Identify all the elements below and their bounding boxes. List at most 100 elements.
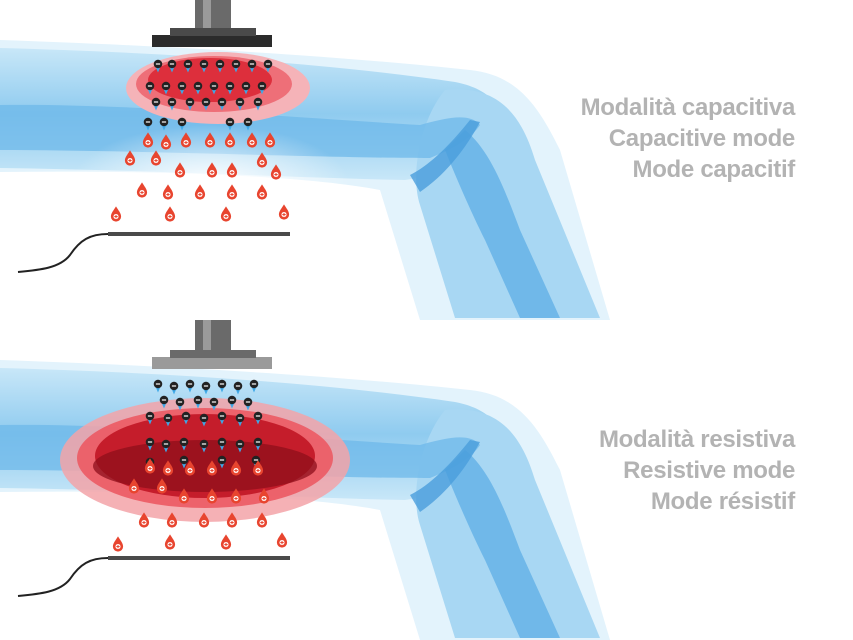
- negative-charge-icon: [143, 117, 153, 131]
- negative-charge-icon: [159, 117, 169, 131]
- positive-charge-icon: [112, 536, 124, 552]
- label-english: Resistive mode: [623, 457, 795, 484]
- positive-charge-icon: [136, 182, 148, 198]
- negative-charge-icon: [181, 411, 191, 425]
- negative-charge-icon: [193, 395, 203, 409]
- negative-charge-icon: [169, 381, 179, 395]
- positive-charge-icon: [164, 206, 176, 222]
- negative-charge-icon: [231, 59, 241, 73]
- negative-charge-icon: [145, 81, 155, 95]
- positive-charge-icon: [180, 132, 192, 148]
- negative-charge-icon: [227, 395, 237, 409]
- negative-charge-icon: [225, 117, 235, 131]
- negative-charge-icon: [145, 411, 155, 425]
- negative-charge-icon: [201, 97, 211, 111]
- negative-charge-icon: [249, 379, 259, 393]
- resistive-panel: Modalità resistiva Resistive mode Mode r…: [0, 320, 853, 640]
- positive-charge-icon: [270, 164, 282, 180]
- negative-charge-icon: [217, 411, 227, 425]
- negative-charge-icon: [175, 397, 185, 411]
- negative-charge-icon: [247, 59, 257, 73]
- negative-charge-icon: [235, 97, 245, 111]
- negative-charge-icon: [159, 395, 169, 409]
- positive-charge-icon: [256, 152, 268, 168]
- negative-charge-icon: [201, 381, 211, 395]
- positive-charge-icon: [256, 184, 268, 200]
- positive-charge-icon: [178, 488, 190, 504]
- resistive-illustration: [0, 320, 610, 640]
- positive-charge-icon: [220, 534, 232, 550]
- return-plate-icon: [108, 556, 290, 560]
- negative-charge-icon: [257, 81, 267, 95]
- positive-charge-icon: [124, 150, 136, 166]
- capacitive-illustration: [0, 0, 610, 320]
- charges-group: [110, 59, 290, 222]
- positive-charge-icon: [128, 478, 140, 494]
- negative-charge-icon: [183, 59, 193, 73]
- positive-charge-icon: [184, 460, 196, 476]
- charges-group: [112, 379, 288, 552]
- positive-charge-icon: [226, 162, 238, 178]
- joint: [410, 120, 480, 192]
- negative-charge-icon: [185, 379, 195, 393]
- negative-charge-icon: [243, 397, 253, 411]
- negative-charge-icon: [217, 379, 227, 393]
- negative-charge-icon: [253, 97, 263, 111]
- negative-charge-icon: [161, 81, 171, 95]
- negative-charge-icon: [167, 97, 177, 111]
- negative-charge-icon: [225, 81, 235, 95]
- negative-charge-icon: [199, 59, 209, 73]
- positive-charge-icon: [252, 460, 264, 476]
- label-french: Mode résistif: [650, 488, 795, 515]
- return-plate-icon: [108, 232, 290, 236]
- negative-charge-icon: [217, 97, 227, 111]
- negative-charge-icon: [153, 59, 163, 73]
- negative-charge-icon: [179, 437, 189, 451]
- negative-charge-icon: [185, 97, 195, 111]
- positive-charge-icon: [194, 184, 206, 200]
- positive-charge-icon: [110, 206, 122, 222]
- negative-charge-icon: [243, 117, 253, 131]
- positive-charge-icon: [198, 512, 210, 528]
- negative-charge-icon: [145, 437, 155, 451]
- positive-charge-icon: [206, 162, 218, 178]
- label-italian: Modalità capacitiva: [580, 94, 796, 121]
- negative-charge-icon: [199, 439, 209, 453]
- joint: [410, 440, 480, 512]
- negative-charge-icon: [233, 381, 243, 395]
- negative-charge-icon: [235, 439, 245, 453]
- positive-charge-icon: [174, 162, 186, 178]
- heat-zone-core: [93, 440, 317, 492]
- positive-charge-icon: [264, 132, 276, 148]
- positive-charge-icon: [150, 150, 162, 166]
- positive-charge-icon: [256, 512, 268, 528]
- positive-charge-icon: [206, 460, 218, 476]
- positive-charge-icon: [276, 532, 288, 548]
- negative-charge-icon: [217, 437, 227, 451]
- mode-labels: Modalità resistiva Resistive mode Mode r…: [599, 424, 795, 517]
- positive-charge-icon: [144, 458, 156, 474]
- negative-charge-icon: [177, 117, 187, 131]
- negative-charge-icon: [193, 81, 203, 95]
- negative-charge-icon: [241, 81, 251, 95]
- negative-charge-icon: [263, 59, 273, 73]
- negative-charge-icon: [163, 413, 173, 427]
- positive-charge-icon: [156, 478, 168, 494]
- label-italian: Modalità resistiva: [598, 426, 795, 453]
- electrode-plate: [152, 357, 272, 369]
- electrode-plate: [152, 35, 272, 47]
- positive-charge-icon: [164, 534, 176, 550]
- negative-charge-icon: [209, 81, 219, 95]
- forearm-bone: [445, 450, 560, 638]
- negative-charge-icon: [153, 379, 163, 393]
- negative-charge-icon: [215, 59, 225, 73]
- positive-charge-icon: [230, 460, 242, 476]
- label-french: Mode capacitif: [632, 156, 796, 183]
- negative-charge-icon: [253, 411, 263, 425]
- negative-charge-icon: [177, 81, 187, 95]
- negative-charge-icon: [161, 439, 171, 453]
- positive-charge-icon: [226, 512, 238, 528]
- positive-charge-icon: [220, 206, 232, 222]
- negative-charge-icon: [253, 437, 263, 451]
- cable: [17, 233, 109, 273]
